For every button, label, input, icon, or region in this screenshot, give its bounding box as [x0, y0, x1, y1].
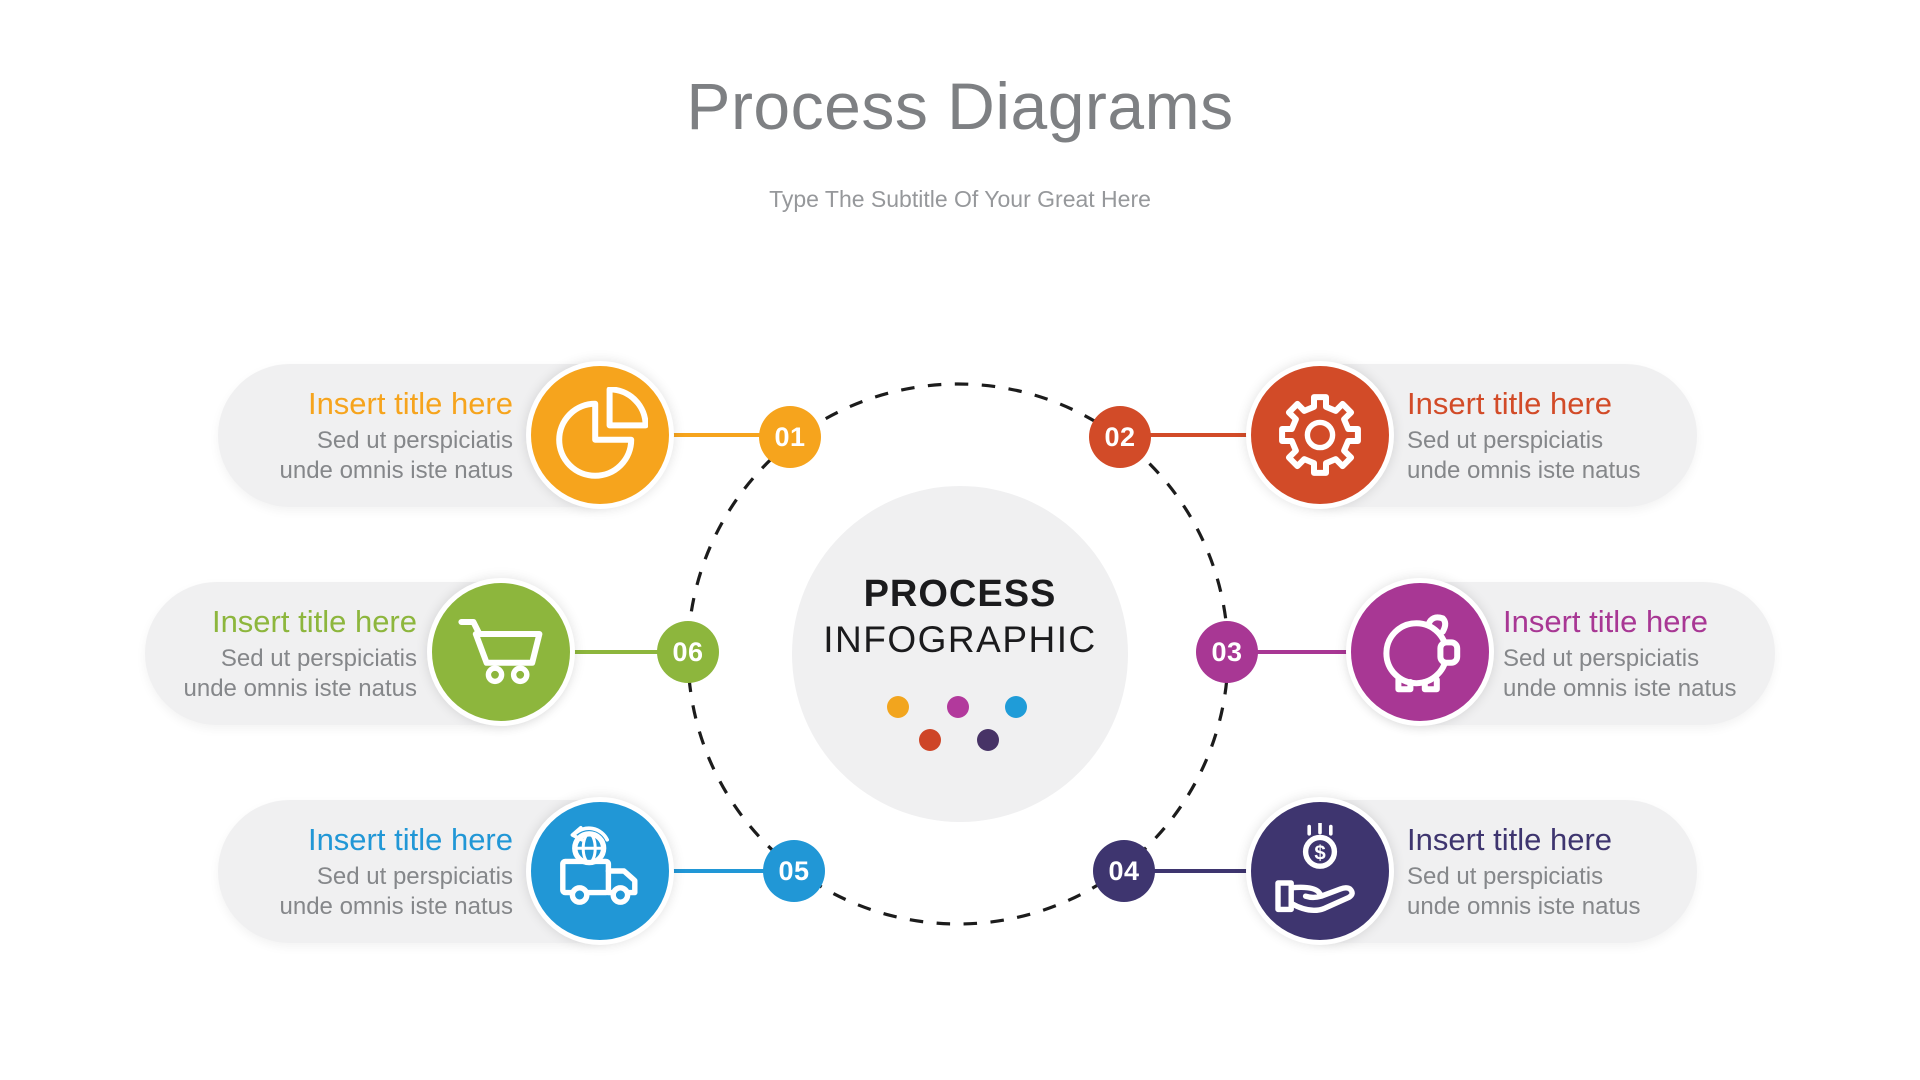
orange-dot	[887, 696, 909, 718]
step-title: Insert title here	[1503, 604, 1709, 639]
step-title: Insert title here	[1407, 822, 1613, 857]
magenta-dot	[947, 696, 969, 718]
step-number-badge: 03	[1196, 621, 1258, 683]
step-body: Sed ut perspiciatis unde omnis iste natu…	[183, 645, 417, 702]
center-title: PROCESS INFOGRAPHIC	[792, 572, 1128, 662]
connector-line	[1124, 869, 1320, 873]
step-title: Insert title here	[211, 604, 417, 639]
shopping-cart-icon	[427, 578, 575, 726]
delivery-truck-icon	[526, 797, 674, 945]
step-number-badge: 02	[1089, 406, 1151, 468]
step-number-badge: 04	[1093, 840, 1155, 902]
step-body: Sed ut perspiciatis unde omnis iste natu…	[279, 427, 513, 484]
connector-line	[1227, 650, 1420, 654]
page-subtitle: Type The Subtitle Of Your Great Here	[769, 186, 1151, 212]
blue-dot	[1005, 696, 1027, 718]
svg-text:$: $	[1314, 843, 1326, 865]
step-number-badge: 06	[657, 621, 719, 683]
step-title: Insert title here	[1407, 386, 1613, 421]
step-body: Sed ut perspiciatis unde omnis iste natu…	[1407, 863, 1641, 920]
step-number-badge: 01	[759, 406, 821, 468]
connector-line	[600, 433, 790, 437]
gear-icon	[1246, 361, 1394, 509]
center-title-line2: INFOGRAPHIC	[823, 619, 1097, 660]
step-body: Sed ut perspiciatis unde omnis iste natu…	[1407, 427, 1641, 484]
hand-money-icon: $	[1246, 797, 1394, 945]
center-title-line1: PROCESS	[863, 573, 1057, 615]
red-dot	[919, 729, 941, 751]
page-title: Process Diagrams	[686, 69, 1234, 143]
center-circle: PROCESS INFOGRAPHIC	[792, 486, 1128, 822]
navy-dot	[977, 729, 999, 751]
pie-chart-icon	[526, 361, 674, 509]
step-title: Insert title here	[307, 822, 513, 857]
step-body: Sed ut perspiciatis unde omnis iste natu…	[279, 863, 513, 920]
connector-line	[501, 650, 688, 654]
connector-line	[600, 869, 794, 873]
piggy-bank-icon	[1346, 578, 1494, 726]
step-body: Sed ut perspiciatis unde omnis iste natu…	[1503, 645, 1737, 702]
connector-line	[1120, 433, 1320, 437]
step-title: Insert title here	[307, 386, 513, 421]
step-number-badge: 05	[763, 840, 825, 902]
